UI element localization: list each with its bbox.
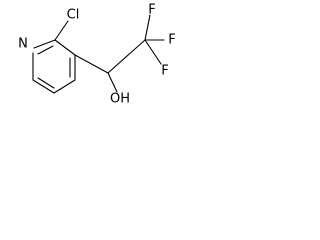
bond-c5-c6 xyxy=(32,79,55,94)
bond-c2-c3 xyxy=(54,39,76,56)
bond-cf3-f-top xyxy=(144,14,151,41)
double-bond-c5-c6 xyxy=(37,77,55,89)
atom-oh: OH xyxy=(110,92,130,107)
atom-labels: N Cl F F F OH xyxy=(18,3,176,107)
atom-f-right: F xyxy=(168,33,175,48)
bond-c2-cl xyxy=(54,20,69,41)
bond-cf3-f-bottom xyxy=(144,39,162,65)
atom-n: N xyxy=(18,37,28,52)
atom-cl: Cl xyxy=(67,8,80,23)
bond-ch-oh xyxy=(107,72,118,93)
substituent-bonds xyxy=(54,14,165,93)
bond-c4-c5 xyxy=(53,79,76,94)
double-bond-c2-n xyxy=(37,45,54,55)
bond-ch-cf3 xyxy=(107,39,146,74)
bond-c3-ch xyxy=(74,54,109,74)
pyridine-ring xyxy=(32,39,76,94)
bond-n-c2 xyxy=(33,39,56,49)
atom-f-top: F xyxy=(148,3,155,18)
atom-f-bottom: F xyxy=(161,64,168,79)
molecule-structure-diagram: N Cl F F F OH xyxy=(18,3,176,107)
